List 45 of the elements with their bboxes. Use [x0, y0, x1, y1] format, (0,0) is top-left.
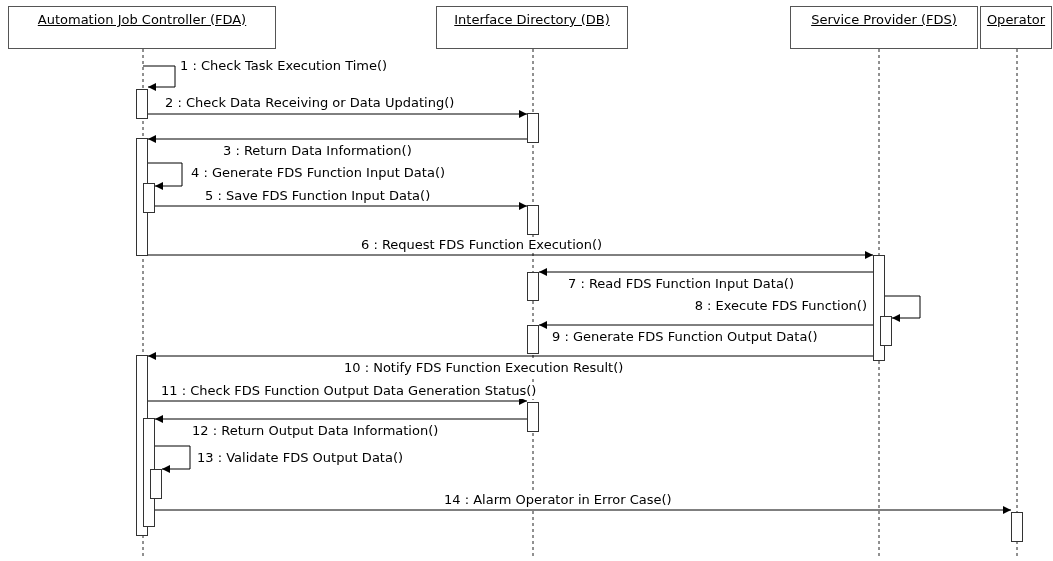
participant-box: Interface Directory (DB)	[436, 6, 628, 49]
participant-box: Automation Job Controller (FDA)	[8, 6, 276, 49]
message-arrow	[147, 352, 874, 360]
message-arrow	[154, 202, 528, 210]
message-label: 11 : Check FDS Function Output Data Generation Status()	[160, 383, 538, 399]
activation-bar	[143, 418, 155, 527]
message-arrow	[147, 135, 528, 143]
activation-bar	[143, 183, 155, 213]
participant-box: Service Provider (FDS)	[790, 6, 978, 49]
message-arrow	[147, 110, 528, 118]
message-label: 4 : Generate FDS Function Input Data()	[190, 165, 447, 181]
message-label: 6 : Request FDS Function Execution()	[360, 237, 604, 253]
message-arrow	[154, 445, 191, 473]
message-label: 12 : Return Output Data Information()	[191, 423, 440, 439]
message-arrow	[538, 268, 874, 276]
message-arrow	[147, 162, 183, 190]
activation-bar	[527, 113, 539, 143]
message-arrow	[884, 295, 921, 322]
message-arrow	[154, 506, 1012, 514]
activation-bar	[880, 316, 892, 346]
message-label: 3 : Return Data Information()	[222, 143, 413, 159]
message-arrow	[538, 321, 874, 329]
activation-bar	[527, 325, 539, 354]
participant-box: Operator	[980, 6, 1052, 49]
message-label: 5 : Save FDS Function Input Data()	[204, 188, 432, 204]
message-label: 7 : Read FDS Function Input Data()	[567, 276, 795, 292]
message-label: 8 : Execute FDS Function()	[693, 298, 868, 314]
message-arrow	[147, 397, 528, 405]
activation-bar	[527, 205, 539, 235]
message-arrow	[142, 65, 176, 91]
activation-bar	[136, 89, 148, 119]
message-label: 14 : Alarm Operator in Error Case()	[443, 492, 673, 508]
message-label: 9 : Generate FDS Function Output Data()	[551, 329, 819, 345]
message-label: 1 : Check Task Execution Time()	[179, 58, 389, 74]
activation-bar	[1011, 512, 1023, 542]
activation-bar	[527, 272, 539, 301]
activation-bar	[136, 138, 148, 256]
message-label: 13 : Validate FDS Output Data()	[196, 450, 405, 466]
activation-bar	[873, 255, 885, 361]
activation-bar	[150, 469, 162, 499]
message-arrow	[147, 251, 874, 259]
message-label: 10 : Notify FDS Function Execution Result()	[343, 360, 625, 376]
activation-bar	[527, 402, 539, 432]
message-arrow	[154, 415, 528, 423]
message-label: 2 : Check Data Receiving or Data Updating()	[164, 95, 456, 111]
